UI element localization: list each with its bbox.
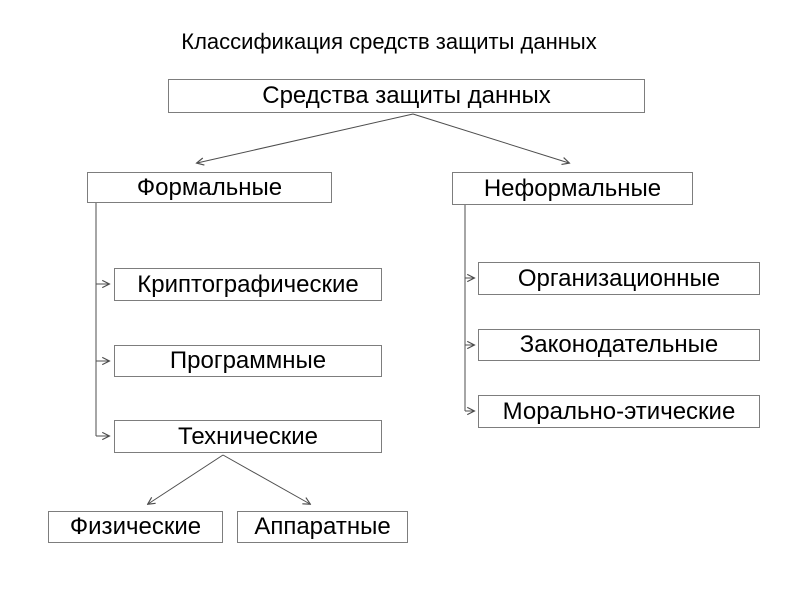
node-physical: Физические	[48, 511, 223, 543]
edge-technical-physical	[148, 454, 224, 504]
node-technical: Технические	[114, 420, 382, 453]
node-formal: Формальные	[87, 172, 332, 203]
node-legislative: Законодательные	[478, 329, 760, 361]
node-crypto: Криптографические	[114, 268, 382, 301]
node-software: Программные	[114, 345, 382, 377]
node-moral: Морально-этические	[478, 395, 760, 428]
page-title: Классификация средств защиты данных	[181, 29, 597, 54]
edge-technical-hardware	[222, 454, 310, 504]
node-hardware: Аппаратные	[237, 511, 408, 543]
edge-root-formal	[197, 113, 414, 163]
node-root: Средства защиты данных	[168, 79, 645, 113]
node-organizational: Организационные	[478, 262, 760, 295]
node-informal: Неформальные	[452, 172, 693, 205]
edge-root-informal	[412, 113, 569, 163]
